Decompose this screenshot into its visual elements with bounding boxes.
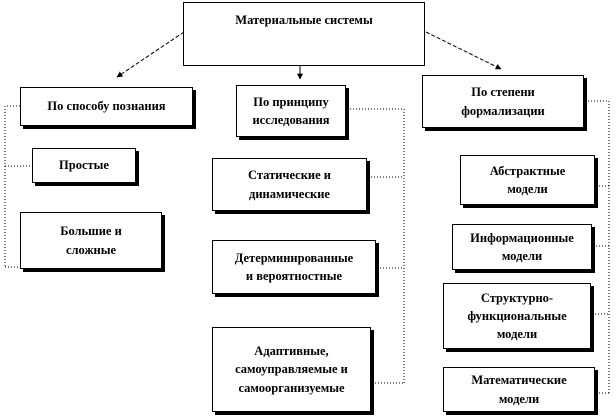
formalization-bracket	[585, 100, 610, 394]
item-simple: Простые	[32, 148, 136, 183]
category-formalization: По степени формализации	[422, 75, 584, 128]
arrow-to-formalization	[425, 31, 502, 70]
item-structural-functional-models: Структурно- функциональные модели	[443, 283, 591, 349]
item-abstract-models: Абстрактные модели	[460, 155, 595, 205]
principle-bracket	[347, 108, 405, 384]
item-large-complex: Большие и сложные	[20, 212, 162, 269]
root-box: Материальные системы	[183, 2, 425, 66]
item-information-models: Информационные модели	[452, 224, 592, 270]
item-static-dynamic: Статические и динамические	[212, 158, 367, 211]
cognition-bracket	[4, 105, 32, 268]
item-mathematical-models: Математические модели	[443, 367, 595, 412]
category-cognition: По способу познания	[20, 87, 193, 126]
category-principle: По принципу исследования	[236, 85, 346, 137]
item-adaptive-selforganizing: Адаптивные, самоуправляемые и самооргани…	[212, 327, 371, 412]
item-deterministic-probabilistic: Детерминированные и вероятностные	[212, 240, 376, 294]
arrow-to-cognition	[116, 31, 185, 78]
